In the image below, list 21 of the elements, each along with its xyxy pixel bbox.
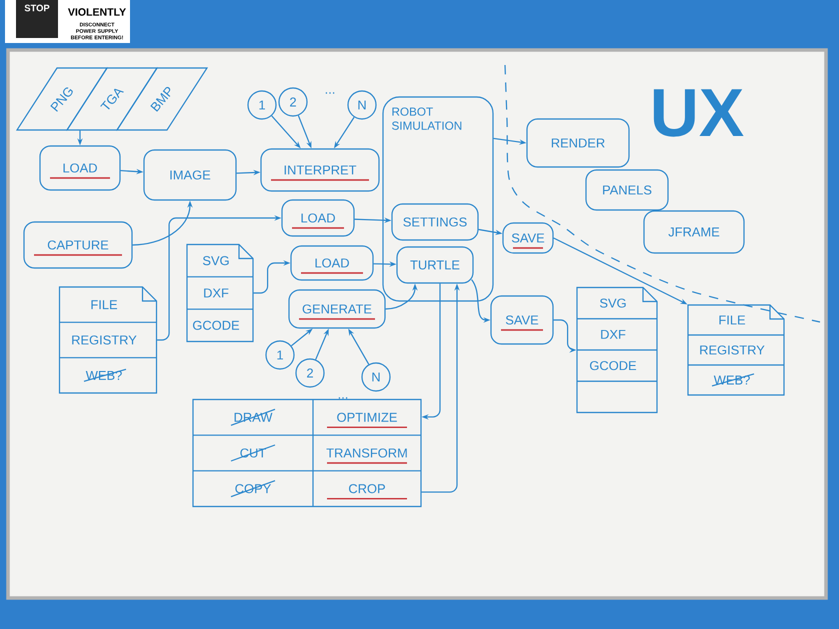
process-box: RENDER xyxy=(526,118,630,168)
section-heading: UX xyxy=(654,89,744,137)
sign-heading: VIOLENTLY xyxy=(68,8,126,16)
process-box: SAVE xyxy=(502,222,554,254)
process-box: LOAD xyxy=(281,199,355,237)
process-box: JFRAME xyxy=(643,210,745,254)
ellipsis: ... xyxy=(326,92,334,94)
process-box: INTERPRET xyxy=(260,148,380,192)
process-box: CAPTURE xyxy=(23,221,133,269)
process-box: TURTLE xyxy=(396,246,474,284)
process-box: GENERATE xyxy=(288,289,386,329)
process-box: SAVE xyxy=(490,295,554,345)
process-box: PANELS xyxy=(585,169,669,211)
process-box: LOAD xyxy=(39,145,121,191)
document-box: SVG DXF GCODE xyxy=(186,244,254,342)
process-box: SETTINGS xyxy=(391,203,479,241)
hand-drawing: STOP xyxy=(16,0,58,38)
ellipsis: ... xyxy=(338,397,348,399)
process-box: IMAGE xyxy=(143,149,237,201)
process-box: LOAD xyxy=(290,245,374,281)
document-box: SVG DXF GCODE xyxy=(576,286,658,414)
